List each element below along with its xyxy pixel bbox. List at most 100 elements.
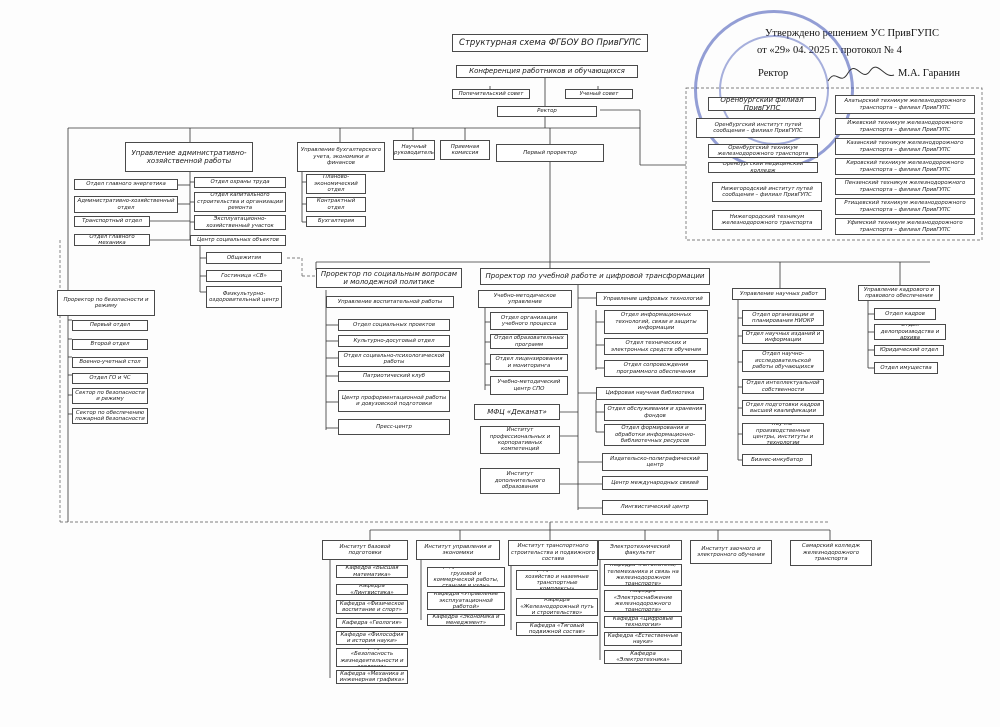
- faculty-1-head: Институт базовой подготовки: [322, 540, 408, 560]
- hr-item-1: Отдел кадров: [874, 308, 936, 320]
- ahr-left-3: Транспортный отдел: [74, 216, 150, 227]
- mfc-dean-box: МФЦ «Деканат»: [474, 404, 560, 420]
- press-center: Пресс-центр: [338, 419, 450, 435]
- faculty-6-head: Самарский колледж железнодорожного транс…: [790, 540, 872, 566]
- digital-item-2: Отдел технических и электронных средств …: [604, 338, 708, 355]
- social-item-3: Отдел социально-психологической работы: [338, 351, 450, 367]
- approval-rector-name: М.А. Гаранин: [898, 68, 961, 79]
- hr-head: Управление кадрового и правового обеспеч…: [858, 285, 940, 301]
- fin-head: Управление бухгалтерского учета, экономи…: [297, 142, 385, 172]
- faculty-1-dept-4: Кафедра «Геология»: [336, 618, 408, 628]
- branch-left-2: Оренбургский институт путей сообщения – …: [696, 118, 820, 138]
- institute-competences: Институт профессиональных и корпоративны…: [480, 426, 560, 454]
- ahr-right-2: Отдел капитального строительства и орган…: [194, 192, 286, 212]
- faculty-3-dept-3: Кафедра «Тяговый подвижной состав»: [516, 622, 598, 636]
- branch-right-3: Казанский техникум железнодорожного тран…: [835, 138, 975, 155]
- fin-item-3: Бухгалтерия: [306, 216, 366, 227]
- faculty-4-dept-1: Кафедра «Автоматика, телемеханика и связ…: [604, 564, 682, 586]
- research-item-4: Отдел интеллектуальной собственности: [742, 379, 824, 394]
- faculty-1-dept-7: Кафедра «Механика и инженерная графика»: [336, 670, 408, 684]
- security-item-4: Отдел ГО и ЧС: [72, 373, 148, 384]
- faculty-3-head: Институт транспортного строительства и п…: [508, 540, 598, 566]
- digital-head: Управление цифровых технологий: [596, 292, 710, 306]
- umu-item-3: Отдел лицензирования и мониторинга: [490, 354, 568, 371]
- social-item-2: Культурно-досуговый отдел: [338, 335, 450, 347]
- umu-item-1: Отдел организации учебного процесса: [490, 312, 568, 330]
- signature-icon: [827, 66, 895, 82]
- research-item-1: Отдел организации и планирования НИОКР: [742, 310, 824, 326]
- ahr-left-2: Административно-хозяйственный отдел: [74, 196, 178, 213]
- publishing-center: Издательско-полиграфический центр: [602, 453, 708, 471]
- faculty-5-head: Институт заочного и электронного обучени…: [690, 540, 772, 564]
- hr-item-2: Отдел делопроизводства и архива: [874, 324, 946, 340]
- ahr-head: Управление административно-хозяйственной…: [125, 142, 253, 172]
- branch-right-2: Ижевский техникум железнодорожного транс…: [835, 118, 975, 135]
- approval-line-1: Утверждено решением УС ПривГУПС: [765, 28, 939, 39]
- branch-left-6: Нижегородский техникум железнодорожного …: [712, 210, 822, 230]
- faculty-4-dept-3: Кафедра «Цифровые технологии»: [604, 616, 682, 628]
- digital-item-1: Отдел информационных технологий, связи и…: [604, 310, 708, 334]
- faculty-2-head: Институт управления и экономики: [416, 540, 500, 560]
- branch-right-5: Пензенский техникум железнодорожного тра…: [835, 178, 975, 195]
- rector-box: Ректор: [497, 106, 597, 117]
- umu-item-4: Учебно-методический центр СПО: [490, 376, 568, 395]
- institute-additional: Институт дополнительного образования: [480, 468, 560, 494]
- library-item-2: Отдел формирования и обработки информаци…: [604, 424, 706, 446]
- faculty-1-dept-2: Кафедра «Лингвистика»: [336, 584, 408, 595]
- faculty-1-dept-5: Кафедра «Философия и история науки»: [336, 631, 408, 645]
- branch-right-6: Ртищевский техникум железнодорожного тра…: [835, 198, 975, 215]
- research-item-2: Отдел научных изданий и информации: [742, 330, 824, 344]
- faculty-4-dept-2: Кафедра «Электроснабжение железнодорожно…: [604, 590, 682, 612]
- social-item-4: Патриотический клуб: [338, 371, 450, 382]
- umu-item-2: Отдел образовательных программ: [490, 334, 568, 349]
- chart-title: Структурная схема ФГБОУ ВО ПривГУПС: [452, 34, 648, 52]
- upbringing-dept: Управление воспитательной работы: [326, 296, 454, 308]
- security-head: Проректор по безопасности и режиму: [57, 290, 155, 316]
- security-item-3: Военно-учетный стол: [72, 357, 148, 368]
- research-head: Управление научных работ: [732, 288, 826, 300]
- faculty-1-dept-6: Кафедра «Безопасность жизнедеятельности …: [336, 648, 408, 667]
- fin-item-1: Планово-экономический отдел: [306, 174, 366, 194]
- trustees-box: Попечительский совет: [452, 89, 530, 99]
- linguistic-center: Лингвистический центр: [602, 500, 708, 515]
- security-item-5: Сектор по безопасности и режиму: [72, 388, 148, 404]
- faculty-3-dept-1: Кафедра «Вагонное хозяйство и наземные т…: [516, 570, 598, 590]
- research-item-3: Отдел научно-исследовательской работы об…: [742, 350, 824, 372]
- international-center: Центр международных связей: [602, 476, 708, 490]
- faculty-4-head: Электротехнический факультет: [598, 540, 682, 560]
- library-head: Цифровая научная библиотека: [596, 387, 704, 400]
- ahr-social-3: Физкультурно-оздоровительный центр: [206, 286, 282, 308]
- faculty-1-dept-3: Кафедра «Физическое воспитание и спорт»: [336, 600, 408, 614]
- conference-box: Конференция работников и обучающихся: [456, 65, 638, 78]
- science-head-box: Научный руководитель: [393, 140, 435, 160]
- branch-left-1: Оренбургский филиал ПривГУПС: [708, 97, 816, 111]
- career-center: Центр профориентационной работы и довузо…: [338, 390, 450, 412]
- branch-left-3: Оренбургский техникум железнодорожного т…: [708, 144, 818, 158]
- faculty-4-dept-5: Кафедра «Электротехника»: [604, 650, 682, 664]
- library-item-1: Отдел обслуживания и хранения фондов: [604, 404, 706, 421]
- hr-item-4: Отдел имущества: [874, 362, 938, 374]
- social-item-1: Отдел социальных проектов: [338, 319, 450, 331]
- academic-council-box: Ученый совет: [565, 89, 633, 99]
- ahr-right-1: Отдел охраны труда: [194, 177, 286, 188]
- fin-item-2: Контрактный отдел: [306, 197, 366, 212]
- admission-box: Приемная комиссия: [440, 140, 490, 160]
- faculty-2-dept-1: Кафедра «Технология грузовой и коммерчес…: [427, 567, 505, 587]
- branch-left-5: Нижегородский институт путей сообщения –…: [712, 182, 822, 202]
- ahr-right-3: Эксплуатационно-хозяйственный участок: [194, 215, 286, 230]
- faculty-1-dept-1: Кафедра «Высшая математика»: [336, 565, 408, 578]
- security-item-2: Второй отдел: [72, 339, 148, 350]
- ahr-social-1: Общежития: [206, 252, 282, 264]
- study-prorector-head: Проректор по учебной работе и цифровой т…: [480, 268, 710, 285]
- security-item-1: Первый отдел: [72, 320, 148, 331]
- first-prorector-box: Первый проректор: [496, 144, 604, 162]
- branch-right-1: Алатырский техникум железнодорожного тра…: [835, 95, 975, 114]
- branch-left-4: Оренбургский медицинский колледж: [708, 162, 818, 173]
- hr-item-3: Юридический отдел: [874, 345, 944, 356]
- ahr-left-4: Отдел главного механика: [74, 234, 150, 246]
- faculty-4-dept-4: Кафедра «Естественные науки»: [604, 632, 682, 646]
- ahr-left-1: Отдел главного энергетика: [74, 179, 178, 190]
- faculty-2-dept-3: Кафедра «Экономика и менеджмент»: [427, 614, 505, 626]
- research-item-7: Бизнес-инкубатор: [742, 454, 812, 466]
